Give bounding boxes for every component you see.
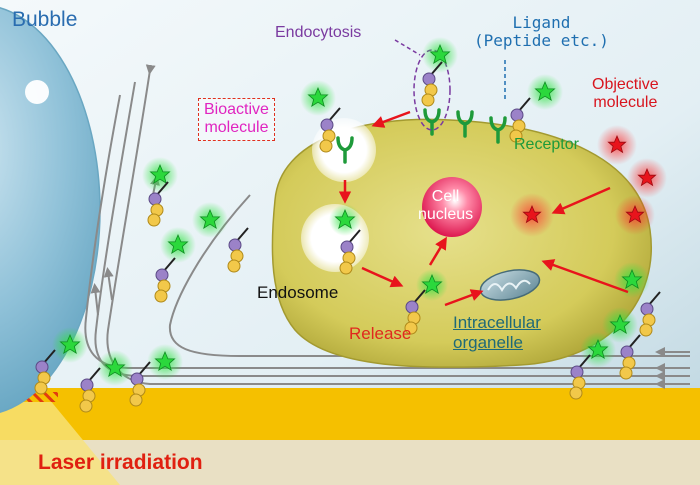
substrate-layer <box>0 388 700 440</box>
release-label: Release <box>349 324 412 343</box>
bioactive-molecule-label: Bioactive molecule <box>198 98 275 141</box>
cell-body <box>271 118 652 369</box>
organelle-line-2: organelle <box>453 332 523 352</box>
ligand-label: Ligand (Peptide etc.) <box>474 13 609 51</box>
laser-beam <box>0 388 120 485</box>
organelle-label: Intracellular organelle <box>453 313 541 352</box>
laser-irradiation-label: Laser irradiation <box>38 451 203 474</box>
ligand-title: Ligand <box>512 13 571 32</box>
laser-band <box>0 440 700 485</box>
objective-molecule-label: Objective molecule <box>592 76 659 113</box>
objective-molecules <box>510 125 667 237</box>
endosome-label: Endosome <box>257 283 339 302</box>
nucleus-line-1: Cell <box>431 188 460 205</box>
cell-nucleus <box>422 177 482 237</box>
ligand-molecules <box>34 37 661 413</box>
endocytosis-pointer <box>394 39 421 56</box>
bioactive-subtitle: molecule <box>204 119 269 137</box>
cell-nucleus-label: Cell nucleus <box>418 188 473 225</box>
organelle-line-1: Intracellular <box>453 313 541 332</box>
objective-title: Objective <box>592 76 659 93</box>
ligand-subtitle: (Peptide etc.) <box>474 31 609 51</box>
endocytosis-label: Endocytosis <box>275 24 362 41</box>
bubble-highlight <box>25 80 49 104</box>
receptor-label: Receptor <box>514 136 579 153</box>
bubble-label: Bubble <box>12 8 78 31</box>
nucleus-line-2: nucleus <box>418 206 474 224</box>
bioactive-title: Bioactive <box>204 101 269 118</box>
objective-subtitle: molecule <box>593 94 658 112</box>
endocytosis-outline <box>413 49 451 131</box>
process-arrows <box>338 110 629 307</box>
